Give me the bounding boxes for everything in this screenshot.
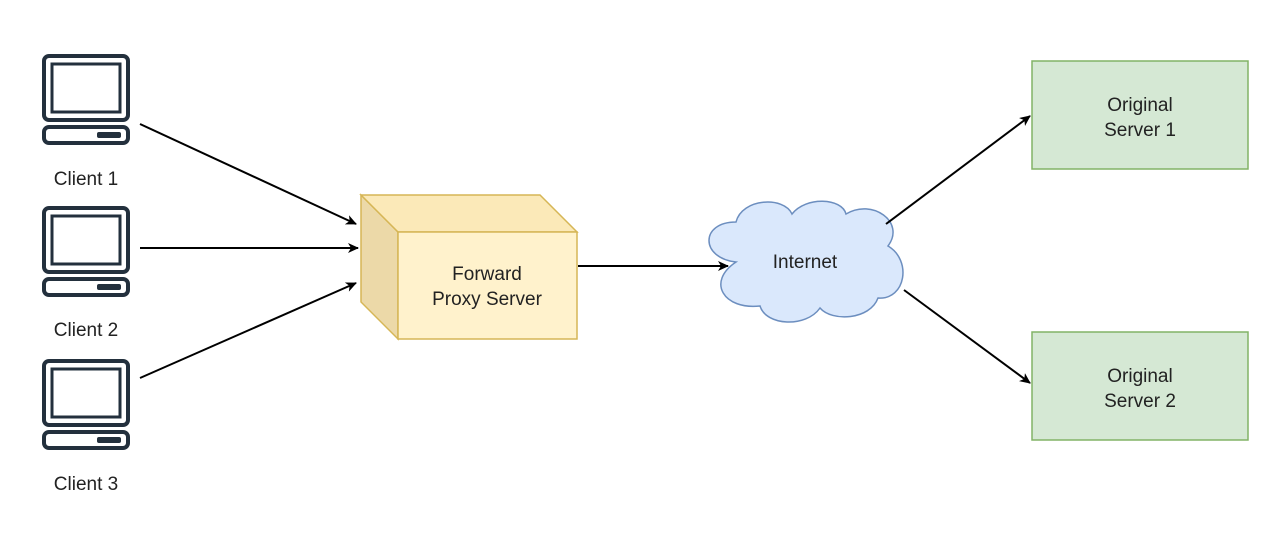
cube-front-face bbox=[397, 231, 578, 340]
server-label-line2: Server 2 bbox=[1104, 391, 1176, 412]
internet-cloud: Internet bbox=[708, 200, 904, 323]
internet-label: Internet bbox=[773, 252, 838, 273]
server-label-line2: Server 1 bbox=[1104, 120, 1176, 141]
client-3: Client 3 bbox=[42, 359, 130, 495]
client-label: Client 3 bbox=[54, 474, 118, 495]
desktop-computer-icon bbox=[42, 54, 130, 145]
desktop-computer-icon bbox=[42, 359, 130, 450]
arrow-client1-to-proxy bbox=[139, 123, 357, 225]
desktop-computer-icon bbox=[42, 206, 130, 297]
arrow-client3-to-proxy bbox=[139, 282, 357, 379]
client-label: Client 2 bbox=[54, 320, 118, 341]
original-server-1: Original Server 1 bbox=[1031, 60, 1249, 170]
server-box bbox=[1031, 60, 1249, 170]
client-label: Client 1 bbox=[54, 169, 118, 190]
cube-top-face bbox=[359, 194, 579, 233]
arrow-internet-to-server2 bbox=[903, 289, 1031, 384]
client-1: Client 1 bbox=[42, 54, 130, 190]
proxy-label-line1: Forward bbox=[452, 264, 522, 285]
client-2: Client 2 bbox=[42, 206, 130, 341]
server-box bbox=[1031, 331, 1249, 441]
forward-proxy-server: Forward Proxy Server bbox=[359, 193, 579, 341]
server-label-line1: Original bbox=[1107, 95, 1172, 116]
cloud-icon bbox=[708, 200, 904, 323]
proxy-label-line2: Proxy Server bbox=[432, 289, 542, 310]
server-label-line1: Original bbox=[1107, 366, 1172, 387]
arrow-internet-to-server1 bbox=[885, 115, 1031, 225]
original-server-2: Original Server 2 bbox=[1031, 331, 1249, 441]
